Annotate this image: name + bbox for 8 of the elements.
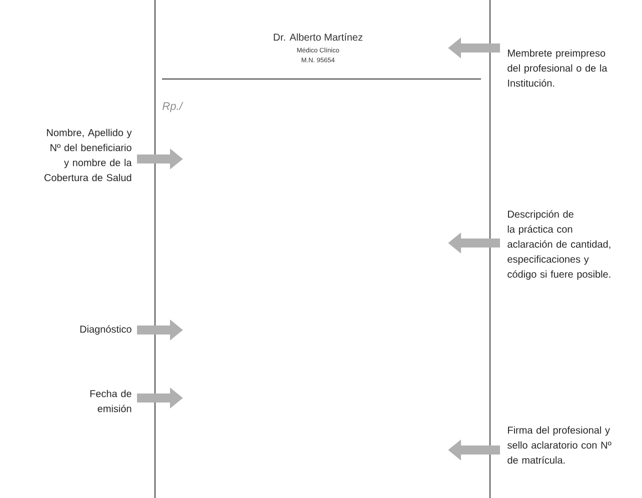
annotation-text: Nombre, Apellido y Nº del beneficiario y nombre de la Cobertura de Salud bbox=[44, 128, 132, 182]
annotation-text: Firma del profesional y sello aclaratorio con Nº de matrícula. bbox=[508, 426, 612, 464]
annotation-text: Fecha de emisión bbox=[90, 390, 132, 412]
prescription-mark: Rp./ bbox=[162, 102, 184, 112]
letterhead-text: Dr. Alberto Martínez bbox=[274, 33, 362, 41]
annotation-text: Membrete preimpreso del profesional o de la Institución. bbox=[508, 49, 608, 87]
annotation-text: Descripción de la práctica con aclaración de cantidad, especificaciones y código si fuere posible. bbox=[508, 210, 610, 280]
annotation-text: Diagnóstico bbox=[80, 325, 132, 335]
